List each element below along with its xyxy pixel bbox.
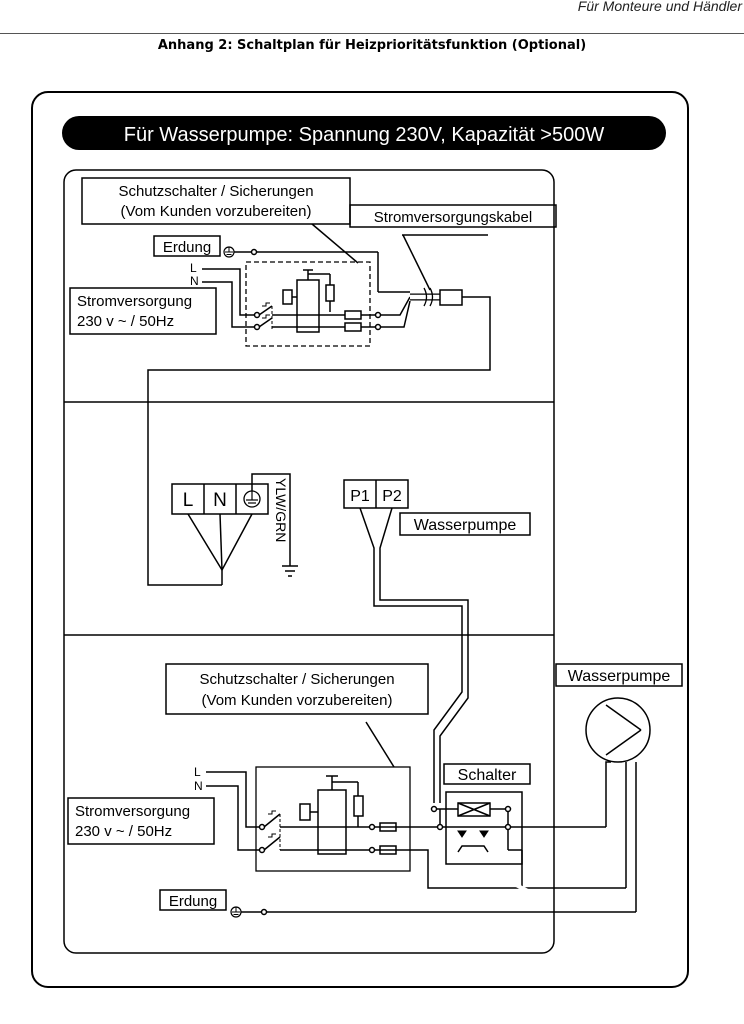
cable-l bbox=[380, 296, 411, 316]
header-divider bbox=[0, 33, 744, 34]
bottom-l-label: L bbox=[194, 765, 201, 779]
bottom-supply-label-box bbox=[67, 797, 215, 845]
ground-symbol-icon bbox=[282, 565, 298, 577]
page-title: Anhang 2: Schaltplan für Heizprioritätsf… bbox=[157, 38, 587, 53]
top-n-wire bbox=[202, 281, 254, 328]
bottom-supply-line1: Stromversorgung bbox=[75, 803, 190, 820]
bottom-n-wire bbox=[206, 785, 260, 851]
bottom-l-wire bbox=[206, 771, 260, 828]
top-supply-line1: Stromversorgung bbox=[77, 293, 192, 310]
top-earth-label: Erdung bbox=[163, 239, 211, 256]
pump-terminal-p2: P2 bbox=[382, 488, 402, 505]
bottom-supply-line2: 230 v ~ / 50Hz bbox=[75, 823, 172, 840]
top-l-wire bbox=[202, 268, 254, 316]
bottom-breaker-label-box bbox=[165, 663, 429, 715]
power-terminal-block bbox=[171, 483, 269, 515]
switch-unit bbox=[430, 791, 523, 865]
bottom-n-label: N bbox=[194, 779, 203, 793]
bottom-earth-label: Erdung bbox=[169, 893, 217, 910]
water-pump-icon bbox=[585, 697, 651, 763]
outer-frame bbox=[31, 91, 689, 988]
top-n-label: N bbox=[190, 274, 199, 288]
cable-gland bbox=[439, 289, 463, 306]
header-note: Für Monteure und Händler bbox=[577, 0, 742, 14]
banner-background bbox=[62, 116, 666, 150]
pump-wire-p1 bbox=[359, 507, 463, 803]
pump-wire-p2 bbox=[379, 507, 469, 803]
bottom-breaker-unit bbox=[255, 766, 411, 872]
external-pump-label: Wasserpumpe bbox=[568, 668, 671, 685]
switch-label: Schalter bbox=[458, 767, 517, 784]
middle-pump-label: Wasserpumpe bbox=[414, 517, 517, 534]
terminal-fan-center bbox=[219, 513, 223, 571]
terminal-l-label: L bbox=[183, 490, 194, 511]
terminal-n-label: N bbox=[213, 490, 227, 511]
top-earth-label-box bbox=[153, 235, 221, 257]
top-supply-line2: 230 v ~ / 50Hz bbox=[77, 313, 174, 330]
top-breaker-line1: Schutzschalter / Sicherungen bbox=[118, 183, 313, 200]
top-earth-icon bbox=[223, 246, 235, 258]
ground-wire-label: YLW/GRN bbox=[273, 478, 289, 542]
bottom-breaker-line1: Schutzschalter / Sicherungen bbox=[199, 671, 394, 688]
top-breaker-unit bbox=[245, 261, 382, 347]
ground-wire bbox=[251, 473, 291, 566]
external-pump-label-box bbox=[555, 663, 683, 687]
bottom-n-to-pump bbox=[396, 849, 606, 889]
cable-n bbox=[380, 300, 411, 328]
bottom-earth-label-box bbox=[159, 889, 227, 911]
supply-wire-to-terminal bbox=[147, 296, 491, 586]
pump-terminal-block bbox=[343, 479, 409, 509]
bottom-breaker-leader bbox=[365, 721, 395, 768]
bottom-breaker-line2: (Vom Kunden vorzubereiten) bbox=[202, 692, 393, 709]
cable-label-box bbox=[349, 204, 557, 228]
top-breaker-line2: (Vom Kunden vorzubereiten) bbox=[121, 203, 312, 220]
top-breaker-label-box bbox=[81, 177, 351, 225]
cable-break-icon bbox=[423, 287, 434, 307]
top-breaker-leader bbox=[311, 223, 359, 264]
pump-terminal-p1: P1 bbox=[350, 488, 370, 505]
middle-pump-label-box bbox=[399, 512, 531, 536]
switch-label-box bbox=[443, 763, 531, 785]
top-supply-label-box bbox=[69, 287, 217, 335]
bottom-earth-icon bbox=[230, 906, 242, 918]
cable-leader bbox=[402, 234, 431, 291]
banner-text: Für Wasserpumpe: Spannung 230V, Kapazitä… bbox=[124, 124, 605, 146]
unit-panel bbox=[63, 169, 555, 954]
cable-label: Stromversorgungskabel bbox=[374, 209, 532, 226]
top-l-label: L bbox=[190, 261, 197, 275]
